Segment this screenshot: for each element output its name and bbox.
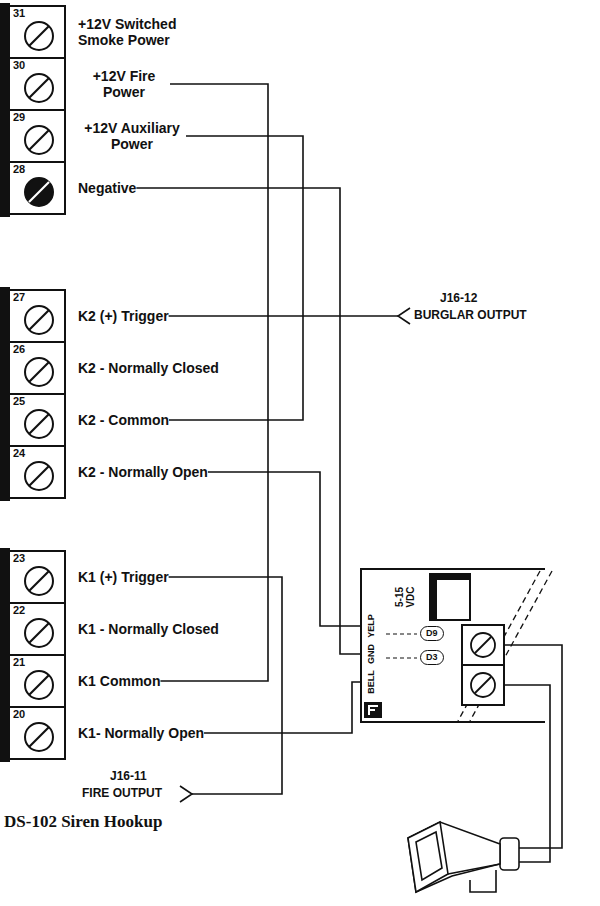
wire-connector: [169, 136, 303, 420]
terminal-cell: 30: [8, 57, 66, 111]
terminal-label: +12V Fire Power: [78, 68, 170, 100]
terminal-label: Negative: [78, 180, 136, 196]
terminal: 22 K1 - Normally Closed: [8, 602, 219, 656]
wire-connector: [208, 472, 360, 626]
logo-icon: [364, 702, 382, 718]
terminal-number: 23: [13, 553, 25, 564]
terminal-cell: 20: [8, 706, 66, 760]
terminal-number: 25: [13, 396, 25, 407]
terminal-number: 31: [13, 8, 25, 19]
led: D9: [420, 626, 444, 641]
terminal-number: 28: [13, 164, 25, 175]
terminal-number: 22: [13, 605, 25, 616]
terminal: 30 +12V Fire Power: [8, 57, 170, 111]
figure-title: DS-102 Siren Hookup: [4, 812, 162, 832]
terminal-cell: 28: [8, 161, 66, 215]
terminal-number: 29: [13, 112, 25, 123]
led: D3: [420, 650, 444, 665]
led-label: D3: [426, 652, 438, 662]
terminal-cell: 31: [8, 5, 66, 59]
siren-driver-board: 5-15 VDC YELP GND BELL D9D3: [360, 568, 545, 723]
terminal-label: K1 (+) Trigger: [78, 569, 169, 585]
terminal: 20K1- Normally Open: [8, 706, 204, 760]
terminal-label: K1- Normally Open: [78, 725, 204, 741]
terminal-cell: 29: [8, 109, 66, 163]
terminal-cell: 26: [8, 341, 66, 395]
terminal-number: 27: [13, 292, 25, 303]
terminal-number: 26: [13, 344, 25, 355]
board-marking: 5-15 VDC: [394, 582, 416, 612]
wire-connector: [160, 84, 268, 681]
terminal-label: K2 - Normally Open: [78, 464, 208, 480]
burglar-output-wire: [169, 315, 398, 317]
wire-connector: [136, 188, 360, 654]
terminal: 21 K1 Common: [8, 654, 160, 708]
terminal: 25 K2 - Common: [8, 393, 169, 447]
output-label: FIRE OUTPUT: [82, 787, 162, 801]
terminal-label: K2 - Common: [78, 412, 169, 428]
output-chevron: [398, 308, 410, 324]
terminal-number: 30: [13, 60, 25, 71]
led-label: D9: [426, 628, 438, 638]
terminal: 31 +12V Switched Smoke Power: [8, 5, 196, 59]
terminal: 24 K2 - Normally Open: [8, 445, 208, 499]
terminal: 23 K1 (+) Trigger: [8, 550, 169, 604]
board-marking: GND: [367, 644, 377, 664]
terminal-cell: 23: [8, 550, 66, 604]
terminal-label: K2 - Normally Closed: [78, 360, 219, 376]
output-terminal-block: [462, 625, 504, 705]
fire-output-wire: [169, 577, 282, 794]
terminal-label: +12V Switched Smoke Power: [78, 16, 196, 48]
terminal-label: +12V Auxiliary Power: [78, 120, 186, 152]
speaker-wire: [504, 645, 562, 862]
board-cut-line: [458, 571, 552, 721]
output-label: J16-12: [440, 292, 477, 306]
board-marking: BELL: [367, 670, 377, 694]
terminal-cell: 25: [8, 393, 66, 447]
terminal-cell: 21: [8, 654, 66, 708]
display-frame: [430, 574, 470, 620]
terminal-cell: 22: [8, 602, 66, 656]
wire-connector: [204, 682, 360, 733]
output-chevron: [180, 786, 192, 802]
terminal: 28Negative: [8, 161, 136, 215]
terminal-number: 21: [13, 657, 25, 668]
led-leader: [386, 634, 417, 658]
board-marking: YELP: [367, 614, 377, 638]
output-label: BURGLAR OUTPUT: [414, 309, 527, 323]
terminal: 26 K2 - Normally Closed: [8, 341, 219, 395]
terminal: 27 K2 (+) Trigger: [8, 289, 169, 343]
terminal-cell: 24: [8, 445, 66, 499]
terminal-cell: 27: [8, 289, 66, 343]
terminal-number: 20: [13, 709, 25, 720]
horn-speaker: [408, 822, 519, 892]
terminal: 29 +12V Auxiliary Power: [8, 109, 186, 163]
output-label: J16-11: [110, 770, 147, 784]
terminal-label: K2 (+) Trigger: [78, 308, 169, 324]
terminal-label: K1 - Normally Closed: [78, 621, 219, 637]
terminal-number: 24: [13, 448, 25, 459]
terminal-label: K1 Common: [78, 673, 160, 689]
